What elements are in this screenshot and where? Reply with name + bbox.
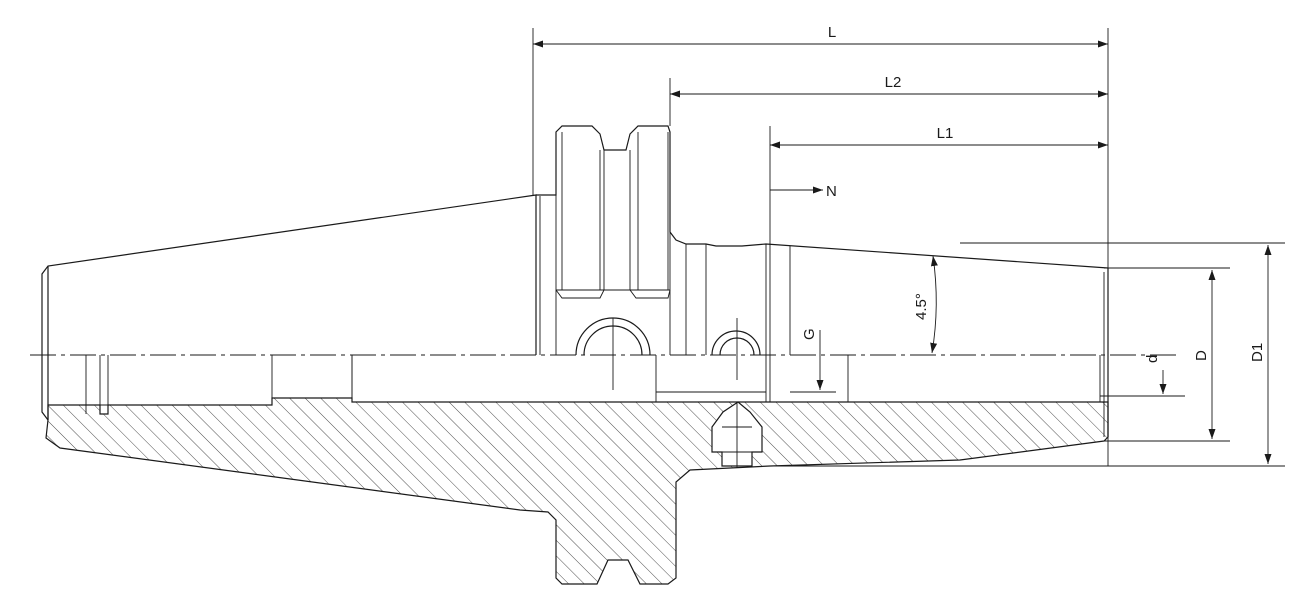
dimension-G: G (801, 328, 824, 390)
label-N: N (826, 183, 837, 200)
flange (536, 125, 1109, 269)
dimension-L1: L1 (770, 125, 1108, 149)
extension-lines (532, 28, 1285, 467)
flange-vertical-lines (561, 132, 669, 290)
dimension-angle: 4.5° (913, 255, 938, 354)
label-G: G (801, 328, 818, 340)
label-L1: L1 (937, 125, 954, 142)
bore-lines (85, 355, 353, 414)
inner-step-lines (351, 355, 1101, 402)
collar-lines (669, 232, 707, 355)
dimension-d: d (1144, 355, 1167, 394)
label-angle: 4.5° (913, 293, 930, 320)
dimension-D1: D1 (1249, 245, 1272, 464)
dimension-N: N (770, 183, 837, 200)
section-fill (45, 397, 1109, 585)
label-D1: D1 (1249, 343, 1266, 362)
taper-shank (41, 194, 537, 421)
dimension-D: D (1193, 270, 1216, 439)
label-D: D (1193, 350, 1210, 361)
label-d: d (1144, 355, 1161, 363)
dimension-L: L (533, 24, 1108, 48)
label-L2: L2 (885, 74, 902, 91)
label-L: L (828, 24, 836, 41)
hatched-section (45, 397, 1109, 585)
flange-side (539, 195, 557, 355)
flange-groove-bottom (555, 289, 671, 299)
side-hole-outer (711, 330, 761, 356)
dimension-L2: L2 (670, 74, 1108, 98)
holder-outline (41, 125, 1109, 437)
body-lines (765, 244, 791, 402)
